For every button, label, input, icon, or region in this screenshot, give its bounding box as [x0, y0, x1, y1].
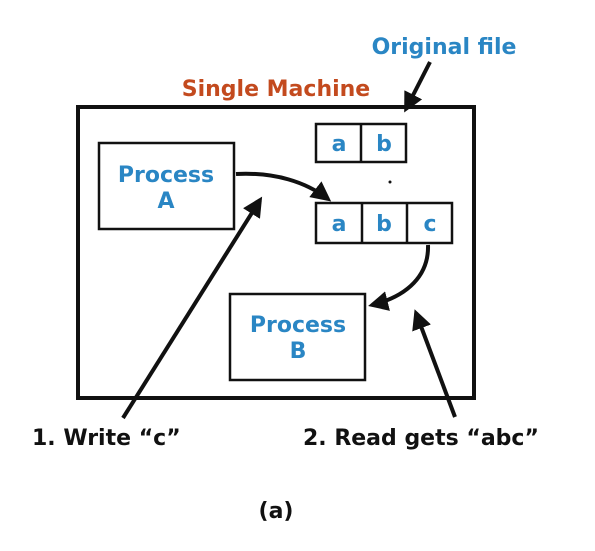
- arrow-original-file: [404, 61, 432, 113]
- original-file-cells: a b: [314, 122, 408, 164]
- original-file-label: Original file: [372, 35, 517, 60]
- arrow-step2-read: [412, 309, 457, 418]
- machine-label: Single Machine: [182, 77, 370, 102]
- process-b-label-line1: Process: [250, 313, 346, 338]
- process-a-box: Process A: [97, 141, 236, 231]
- dot: [388, 180, 392, 184]
- arrow-write-to-file: [235, 171, 332, 202]
- process-b-label-line2: B: [290, 339, 307, 364]
- original-cell-a: a: [332, 132, 347, 157]
- arrow-file-to-process-b: [368, 244, 431, 311]
- updated-cell-c: c: [423, 212, 436, 237]
- original-cell-b: b: [376, 132, 392, 157]
- updated-cell-a: a: [332, 212, 347, 237]
- figure-caption: (a): [259, 499, 294, 524]
- arrow-step1-write: [121, 196, 263, 420]
- process-b-box: Process B: [228, 292, 367, 382]
- process-a-label-line2: A: [157, 189, 174, 214]
- updated-file-cells: a b c: [314, 201, 454, 245]
- step1-label: 1. Write “c”: [32, 426, 181, 451]
- step2-label: 2. Read gets “abc”: [303, 426, 539, 451]
- process-a-label-line1: Process: [118, 163, 214, 188]
- machine-box: [76, 105, 476, 400]
- updated-cell-b: b: [376, 212, 392, 237]
